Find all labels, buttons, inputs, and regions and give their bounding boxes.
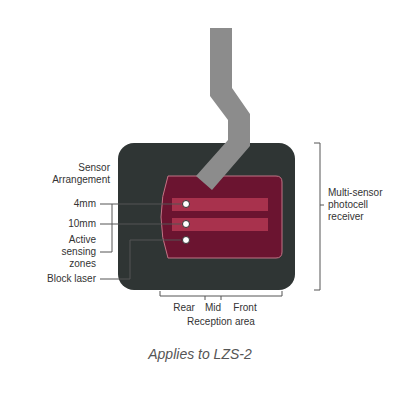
receiver-bracket [314,143,320,290]
leader-line [100,252,112,253]
leader-line [100,240,181,279]
sensor-dot [183,201,190,208]
axis-label: Reception area [187,316,255,328]
sensing-stripe [172,198,268,211]
press-tool [196,28,250,190]
sensor-dot [183,237,190,244]
sensor-dot [183,221,190,228]
part-label: Active sensing zones [34,234,96,270]
sensing-stripe [172,218,268,231]
zone-label: Rear [173,302,195,314]
caption: Applies to LZS-2 [148,346,252,363]
zone-label: Front [233,302,256,314]
dimension-label: 4mm [74,198,96,210]
bracket-tick [205,296,206,300]
bracket-tick [221,296,222,300]
reception-window [161,176,282,258]
part-label: Block laser [47,273,96,285]
group-heading: Sensor Arrangement [38,162,110,186]
part-label: Multi-sensor photocell receiver [328,187,394,223]
zone-label: Mid [205,302,221,314]
bracket-tick [320,205,324,206]
bracket-line [112,204,113,252]
dimension-label: 10mm [68,218,96,230]
reception-bracket [160,291,282,296]
